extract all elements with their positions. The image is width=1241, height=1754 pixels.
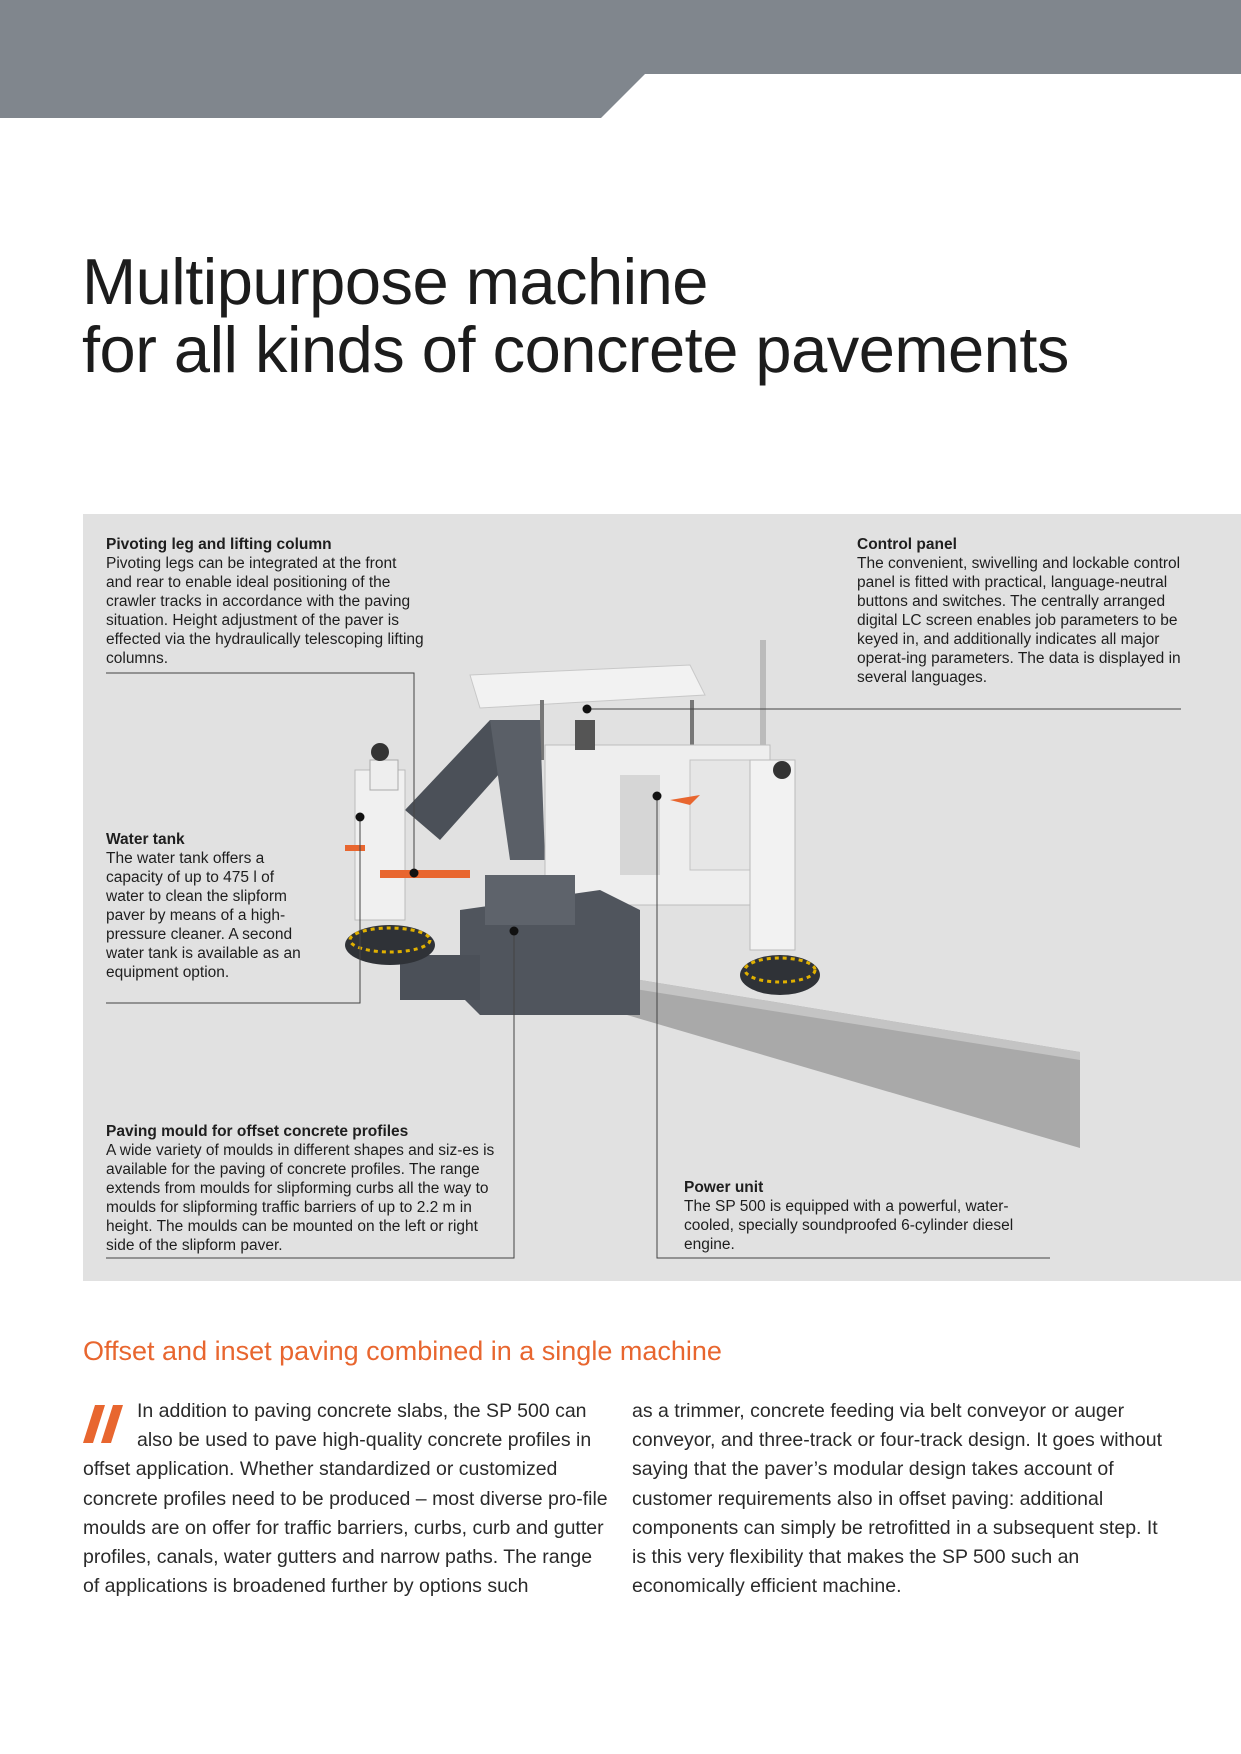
callout-heading: Power unit: [684, 1179, 764, 1196]
callout-text: The water tank offers a capacity of up t…: [106, 850, 301, 981]
body-text: In addition to paving concrete slabs, th…: [83, 1400, 608, 1598]
double-slash-quote-icon: [83, 1405, 123, 1443]
title-line-2: for all kinds of concrete pavements: [82, 313, 1069, 386]
callout-heading: Water tank: [106, 831, 185, 848]
body-column-right: as a trimmer, concrete feeding via belt …: [632, 1397, 1162, 1601]
callout-heading: Pivoting leg and lifting column: [106, 536, 332, 553]
section-heading: Offset and inset paving combined in a si…: [83, 1336, 722, 1366]
callout-text: The SP 500 is equipped with a powerful, …: [684, 1198, 1014, 1253]
title-line-1: Multipurpose machine: [82, 245, 708, 318]
body-text: as a trimmer, concrete feeding via belt …: [632, 1400, 1163, 1598]
callout-paving-mould: Paving mould for offset concrete profile…: [106, 1122, 501, 1255]
page-title: Multipurpose machine for all kinds of co…: [82, 248, 1069, 384]
body-column-left: In addition to paving concrete slabs, th…: [83, 1397, 613, 1601]
callout-pivoting-leg: Pivoting leg and lifting column Pivoting…: [106, 535, 426, 668]
callout-water-tank: Water tank The water tank offers a capac…: [106, 830, 311, 982]
header-band: [0, 0, 1241, 118]
callout-text: Pivoting legs can be integrated at the f…: [106, 555, 424, 667]
callout-text: A wide variety of moulds in different sh…: [106, 1142, 495, 1254]
callout-text: The convenient, swivelling and lockable …: [857, 555, 1181, 686]
callout-control-panel: Control panel The convenient, swivelling…: [857, 535, 1182, 687]
callout-heading: Paving mould for offset concrete profile…: [106, 1123, 409, 1140]
callout-heading: Control panel: [857, 536, 957, 553]
callout-power-unit: Power unit The SP 500 is equipped with a…: [684, 1178, 1054, 1254]
